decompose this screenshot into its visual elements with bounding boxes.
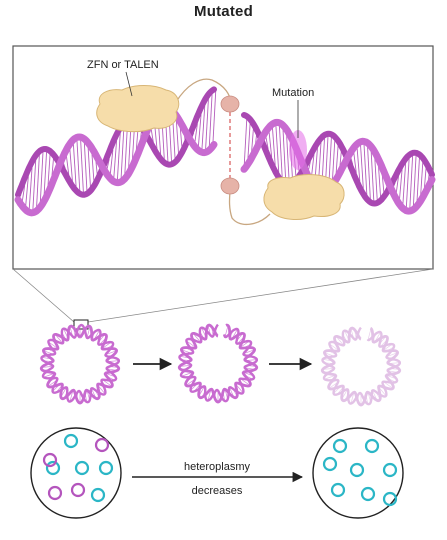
base-pair-rung (35, 154, 40, 212)
base-pair-rung (416, 153, 421, 207)
mtdna-molecule (98, 460, 114, 476)
base-pair-rung (359, 141, 364, 189)
mtdna-rung (186, 340, 197, 348)
cell-before-mtdna (42, 433, 114, 503)
mtdna-ring-cleaved (177, 323, 259, 404)
nuclease-label: ZFN or TALEN (87, 59, 159, 71)
base-pair-rung (28, 167, 33, 213)
base-pair-rung (201, 105, 206, 153)
nuclease-protein-top (96, 85, 180, 133)
mtdna-molecule (322, 456, 338, 472)
diagram-title: Mutated (194, 3, 253, 20)
base-pair-rung (43, 149, 48, 202)
mtdna-strand (39, 324, 121, 405)
base-pair-rung (275, 122, 280, 173)
mtdna-molecule (332, 438, 348, 454)
nuclease-linker-bottom (228, 189, 271, 225)
mtdna-rung (48, 341, 59, 349)
base-pair-rung (83, 138, 88, 195)
mtdna-molecule (63, 433, 79, 449)
mtdna-rung (224, 325, 229, 337)
arrow-label-top: heteroplasmy (184, 461, 251, 473)
base-pair-rung (76, 137, 81, 192)
mtdna-molecule (382, 462, 398, 478)
base-pair-rung (204, 98, 209, 153)
arrow-label-bottom: decreases (192, 485, 243, 497)
mtdna-molecule (349, 462, 365, 478)
base-pair-rung (405, 158, 410, 211)
mtdna-strand (178, 323, 258, 403)
mtdna-molecule (360, 486, 376, 502)
base-pair-rung (87, 142, 92, 194)
base-pair-rung (412, 152, 417, 210)
base-pair-rung (278, 122, 283, 179)
zoom-box-icon (73, 319, 89, 330)
base-pair-rung (24, 176, 29, 210)
base-pair-rung (72, 139, 77, 188)
mtdna-molecule (42, 452, 58, 468)
nuclease-leader (125, 71, 133, 97)
mtdna-rung (367, 328, 372, 340)
mutation-label: Mutation (272, 87, 314, 99)
mtdna-strand (320, 326, 402, 407)
base-pair-rung (80, 137, 84, 195)
base-pair-rung (271, 124, 276, 166)
base-pair-rung (363, 141, 368, 195)
base-pair-rung (243, 114, 248, 170)
base-pair-rung (285, 129, 290, 185)
mtdna-molecule (382, 491, 398, 507)
mtdna-strand (177, 323, 259, 404)
mtdna-molecule (90, 487, 106, 503)
mtdna-molecule (330, 482, 346, 498)
base-pair-rung (69, 144, 73, 182)
nuclease-linker-top (175, 78, 231, 103)
mutation-site-highlight (289, 130, 307, 170)
base-pair-rung (197, 114, 202, 151)
base-pair-rung (409, 154, 414, 212)
base-pair-rung (373, 151, 378, 204)
mtdna-molecule (94, 437, 110, 453)
mtdna-molecule (364, 438, 380, 454)
base-pair-rung (212, 90, 217, 147)
base-pair-rung (282, 125, 287, 183)
mtdna-molecule (45, 460, 61, 476)
base-pair-rung (370, 146, 375, 203)
mtdna-rung (86, 326, 91, 338)
dna-backbone-strand (14, 103, 218, 217)
base-pair-rung (39, 150, 44, 208)
zoom-inset-frame (12, 45, 434, 270)
mtdna-molecule (47, 485, 63, 501)
mtdna-molecule (74, 460, 90, 476)
base-pair-rung (208, 93, 213, 151)
base-pair-rung (113, 140, 117, 182)
base-pair-rung (32, 160, 37, 213)
base-pair-rung (120, 126, 125, 182)
dna-backbone-strand (241, 112, 435, 207)
mtdna-rung (329, 343, 340, 351)
mtdna-molecule (70, 482, 86, 498)
dna-backbone-strand (240, 118, 436, 215)
mtdna-ring-degraded (320, 326, 402, 407)
mtdna-ring-intact (39, 323, 121, 405)
zoom-line-left (12, 268, 75, 323)
base-pair-rung (356, 144, 361, 182)
base-pair-rung (402, 163, 407, 209)
cut-end-top (220, 95, 240, 113)
cell-after-mtdna (322, 438, 398, 507)
base-pair-rung (247, 116, 251, 165)
zoom-line-right (87, 268, 434, 323)
nuclease-protein-bottom (263, 174, 345, 220)
base-pair-rung (116, 133, 121, 183)
cut-end-bottom (220, 177, 240, 195)
base-pair-rung (331, 134, 336, 186)
dna-helix-right (240, 112, 436, 215)
dna-backbone-strand (15, 86, 217, 198)
base-pair-rung (366, 142, 371, 200)
